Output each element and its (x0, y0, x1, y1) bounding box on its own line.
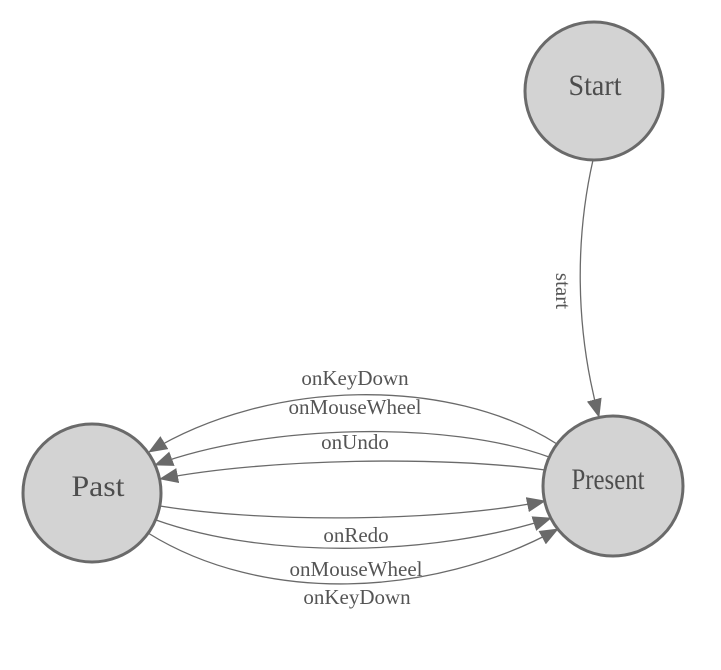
edge-label-onmousewheel-top: onMouseWheel (289, 395, 422, 419)
node-present-label: Present (572, 463, 646, 496)
node-start (523, 20, 665, 162)
edge-past-to-present-onredo (159, 497, 546, 519)
edge-past-to-present-onmousewheel (155, 516, 552, 549)
edge-label-start: start (551, 273, 575, 309)
edge-present-to-past-onmousewheel (154, 430, 550, 466)
edge-label-onredo: onRedo (323, 523, 388, 547)
edge-label-onundo: onUndo (321, 430, 389, 454)
edge-label-onkeydown-top: onKeyDown (301, 366, 409, 390)
edge-label-onmousewheel-bottom: onMouseWheel (290, 557, 423, 581)
edge-present-to-past-onkeydown (148, 394, 558, 453)
edge-present-to-past-onundo (159, 460, 546, 484)
node-present (541, 414, 685, 558)
node-past (21, 422, 163, 564)
edge-label-onkeydown-bottom: onKeyDown (303, 585, 411, 609)
edge-past-to-present-onkeydown (147, 528, 559, 585)
node-past-label: Past (72, 470, 126, 503)
edge-start-to-present (579, 159, 602, 418)
node-start-label: Start (569, 69, 623, 102)
